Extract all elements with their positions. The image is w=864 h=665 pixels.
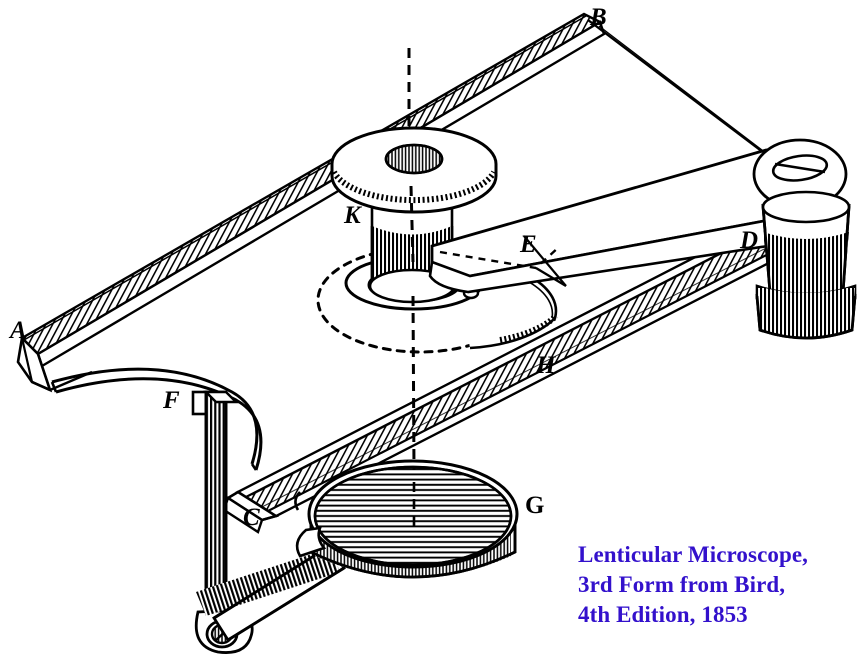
caption-line-2: 3rd Form from Bird, [578,572,786,597]
objective-barrel-D [755,190,857,340]
label-B: B [590,4,607,31]
caption-line-3: 4th Edition, 1853 [578,602,748,627]
lower-rail-C-D [222,226,793,534]
label-H: H [536,352,556,379]
label-A: A [10,317,27,344]
upper-tie-B-to-D [587,19,784,167]
label-K: K [344,202,361,229]
optical-axis [407,48,416,530]
label-F: F [163,387,180,414]
label-D: D [740,227,759,254]
upper-rail-A-B [16,12,606,393]
label-E: E [520,231,537,258]
figure-caption: Lenticular Microscope, 3rd Form from Bir… [578,540,858,630]
label-G: G [525,492,545,519]
caption-line-1: Lenticular Microscope, [578,542,809,567]
label-C: C [243,504,260,531]
